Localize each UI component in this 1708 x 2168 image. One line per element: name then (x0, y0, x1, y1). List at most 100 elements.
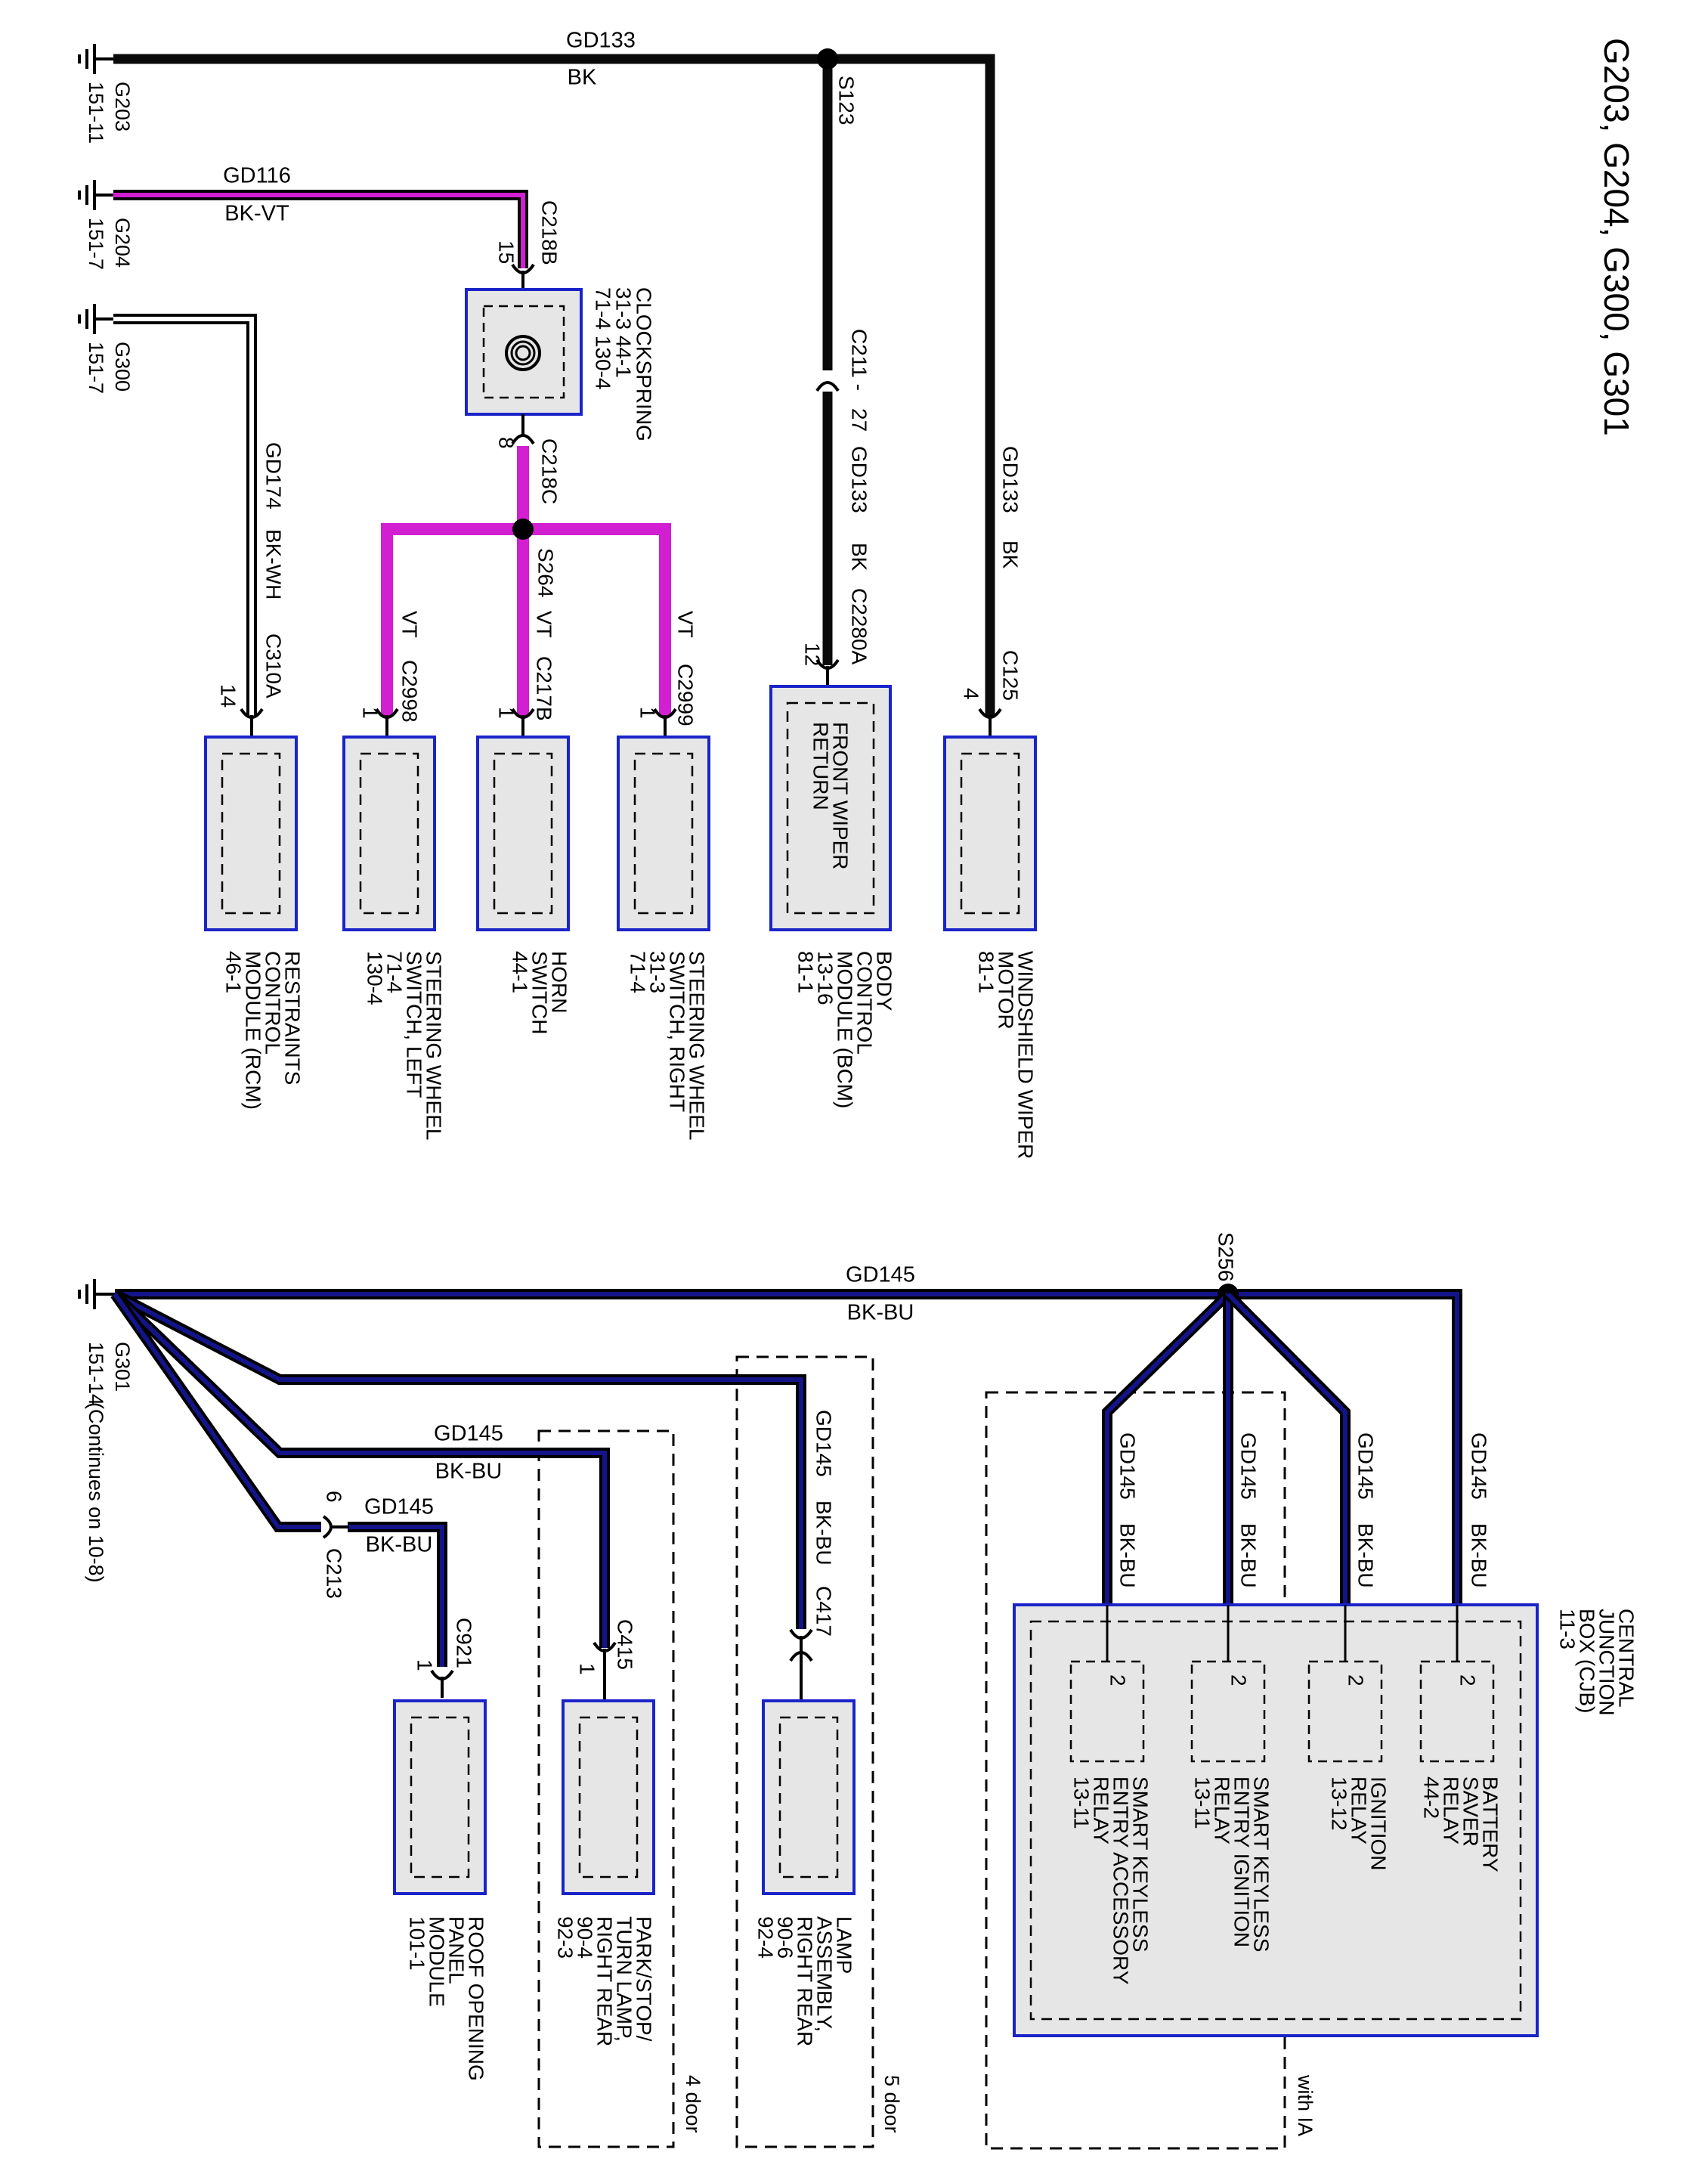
module-windshield-wiper-label-line-2: 81-1 (975, 951, 998, 993)
wire-cjb-4-color: BK-BU (1116, 1523, 1140, 1588)
connector-c213-label: C213 (323, 1548, 346, 1599)
clockspring-label-line-0: CLOCKSPRING (633, 287, 656, 441)
ground-g203-name: G203 (111, 82, 134, 132)
module-steering-wheel-switch-left (342, 736, 436, 931)
splice-dot-icon (512, 519, 534, 540)
relay-battery-saver-label-line-1: SAVER (1459, 1776, 1483, 1847)
wire-gd116-label: GD116 (223, 164, 291, 188)
connector-c310a-pin: 14 (217, 684, 240, 708)
module-bcm-label-line-2: MODULE (BCM) (834, 951, 857, 1108)
wire-vt-right-color: VT (674, 611, 698, 638)
option-4-door-label: 4 door (682, 2075, 704, 2133)
wire-cjb-2-color: BK-BU (1354, 1523, 1378, 1588)
relay-ignition-pin: 2 (1344, 1674, 1368, 1686)
module-bcm-inner-label-line-0: FRONT WIPER (829, 722, 852, 869)
module-horn-label-line-2: 44-1 (509, 951, 532, 993)
module-lamp-rr-label-line-2: RIGHT REAR (794, 1916, 817, 2046)
module-bcm-label-line-3: 13-16 (814, 951, 837, 1005)
relay-battery-saver-label-line-2: RELAY (1440, 1776, 1463, 1844)
module-lamp-assembly-right-rear (762, 1699, 856, 1895)
module-sw-left-label-line-1: SWITCH, LEFT (403, 951, 426, 1098)
ground-g301-note: (Continues on 10-8) (85, 1402, 107, 1583)
relay-ske-accessory-label-line-2: RELAY (1090, 1776, 1113, 1844)
splice-dot-icon (817, 48, 838, 70)
connector-c415-label: C415 (614, 1619, 637, 1670)
module-steering-wheel-switch-right (617, 736, 710, 931)
module-lamp-rr-label-line-3: 90-6 (774, 1916, 797, 1959)
wire-gd133-label: GD133 (566, 29, 636, 53)
ground-icon (78, 44, 117, 74)
wire-gd133-color: BK (568, 66, 597, 90)
relay-ske-ignition-label-line-3: 13-11 (1191, 1776, 1214, 1829)
wire-cjb-2-circuit: GD145 (1354, 1432, 1378, 1500)
module-park-rr-label-line-2: RIGHT REAR (593, 1916, 617, 2046)
module-rcm (204, 736, 298, 931)
connector-c218c-pin: 8 (495, 437, 518, 449)
wire-gd145-park (111, 1290, 610, 1648)
wire-gd145-park-circuit: GD145 (434, 1422, 503, 1446)
module-horn-label-line-1: SWITCH (528, 951, 552, 1034)
relay-ske-ignition-pin: 2 (1227, 1674, 1251, 1686)
ground-g301-ref: 151-14 (85, 1342, 107, 1405)
ground-icon (78, 180, 117, 210)
wire-gd145-main (115, 1289, 1462, 1604)
connector-c2280a-label: C2280A (848, 588, 871, 665)
module-bcm-label-line-1: CONTROL (853, 951, 877, 1055)
wire-cjb-3-color: BK-BU (1237, 1523, 1261, 1588)
relay-battery-saver-pin: 2 (1456, 1674, 1480, 1686)
module-sw-left-label-line-0: STEERING WHEEL (422, 951, 446, 1140)
wire-gd133-bcm-circuit: GD133 (848, 446, 871, 513)
module-roof-opening-panel (393, 1699, 487, 1895)
connector-fork-icon (815, 381, 840, 392)
connector-c310a-label: C310A (262, 633, 286, 698)
module-park-rr-label-line-4: 92-3 (554, 1916, 577, 1959)
wire-gd145-roof (348, 1522, 447, 1667)
module-lamp-rr-label-line-0: LAMP (833, 1916, 856, 1974)
wire-vt-left-color: VT (398, 611, 422, 638)
module-bcm-label-line-4: 81-1 (794, 951, 818, 993)
ground-g301-name: G301 (111, 1342, 134, 1392)
wire-gd174-color: BK-WH (262, 529, 286, 599)
module-park-rr-label-line-1: TURN LAMP, (613, 1916, 636, 2042)
module-bcm-label-line-0: BODY (873, 951, 896, 1011)
module-roof-label-line-1: PANEL (445, 1916, 469, 1984)
module-sw-right-label-line-1: SWITCH, RIGHT (666, 951, 689, 1112)
module-central-junction-box (1013, 1603, 1539, 2037)
relay-battery-saver-label-line-3: 44-2 (1420, 1776, 1443, 1819)
connector-c417-label: C417 (812, 1586, 836, 1637)
option-5-door-label: 5 door (880, 2075, 903, 2133)
ground-g204-name: G204 (111, 218, 134, 268)
module-windshield-wiper-label-line-1: MOTOR (995, 951, 1018, 1030)
wire-gd145-c213-in (110, 1290, 321, 1532)
connector-c213-pin: 6 (323, 1491, 346, 1503)
relay-ignition (1307, 1605, 1383, 1763)
connector-c921-pin: 1 (413, 1659, 437, 1671)
relay-battery-saver (1419, 1605, 1495, 1763)
relay-battery-saver-label-line-0: BATTERY (1479, 1776, 1502, 1872)
module-roof-label-line-0: ROOF OPENING (465, 1916, 488, 2081)
page-title: G203, G204, G300, G301 (1597, 38, 1636, 436)
connector-c415-pin: 1 (576, 1663, 599, 1675)
relay-ske-ignition-label-line-2: RELAY (1211, 1776, 1234, 1844)
clockspring-icon (505, 335, 541, 371)
clockspring-label-line-1: 31-3 44-1 (612, 287, 636, 378)
wire-gd133-wiper-color: BK (999, 540, 1023, 569)
module-rcm-label-line-2: MODULE (RCM) (242, 951, 265, 1110)
connector-c125-pin: 4 (960, 688, 983, 700)
module-bcm (769, 685, 892, 931)
clockspring (465, 288, 583, 416)
wire-gd116 (113, 190, 528, 268)
ground-g204-ref: 151-7 (85, 218, 107, 270)
wire-gd145-lamp-color: BK-BU (812, 1501, 836, 1566)
relay-ske-accessory-label-line-1: ENTRY ACCESSORY (1109, 1776, 1133, 1985)
wire-gd145-lamp (112, 1289, 806, 1629)
clockspring-label-line-2: 71-4 130-4 (592, 287, 615, 389)
relay-ske-ignition (1190, 1605, 1266, 1763)
module-lamp-rr-label-line-1: ASSEMBLY, (813, 1916, 837, 2032)
connector-c218b-pin: 15 (495, 240, 518, 264)
wire-gd145-cjb-4 (1102, 1290, 1232, 1604)
module-roof-label-line-2: MODULE (425, 1916, 449, 2007)
module-rcm-label-line-1: CONTROL (261, 951, 285, 1055)
relay-ske-ignition-label-line-0: SMART KEYLESS (1250, 1776, 1273, 1952)
wire-gd145-roof-circuit: GD145 (364, 1495, 434, 1519)
